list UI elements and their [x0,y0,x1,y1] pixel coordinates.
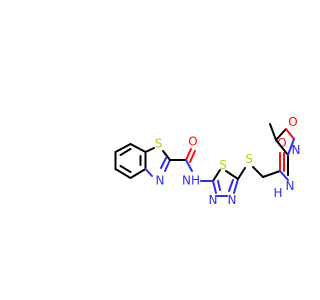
bond [237,167,246,180]
bond [217,180,221,191]
bond [262,170,281,178]
bond [275,139,289,156]
atom-nitrogen: N [156,174,165,188]
amide-group-2 [279,152,289,181]
bond [160,157,167,169]
atom-nh: NH [182,174,200,188]
atom-sulfur: S [245,152,253,166]
molecule-structure: S N O NH S N N S O N H [114,115,300,207]
atom-nitrogen: N [228,193,237,207]
bond [162,150,171,161]
bond [228,179,234,192]
bond [233,178,239,194]
atom-nitrogen: N [292,143,300,157]
bond [129,168,147,179]
bond [287,138,295,156]
bond-double-inner [119,165,132,173]
bond [285,128,295,140]
thiadiazole-ring [200,169,239,197]
atom-oxygen: O [188,135,197,149]
bond [129,143,147,153]
bond [252,166,264,178]
bond [144,168,153,177]
atom-nitrogen: N [286,179,295,193]
bond [189,150,196,163]
atom-oxygen: O [277,136,286,150]
bond [114,143,132,153]
bond-double-inner [119,148,132,156]
isoxazole-ring [269,123,295,176]
thiazole-ring [144,147,171,177]
bond [212,169,221,182]
atom-nitrogen: N [209,193,218,207]
bond [275,128,287,141]
benzene-ring [114,143,147,179]
atom-hydrogen: H [273,186,282,200]
bond [144,147,155,153]
thioether-linker [237,166,281,180]
bond [225,170,239,180]
bond [185,148,192,161]
bond [269,123,277,141]
bond [185,159,193,172]
atom-sulfur: S [219,158,227,172]
atom-sulfur: S [155,137,163,151]
bond [279,170,289,181]
atom-oxygen: O [288,115,297,129]
amide-group-1 [169,148,196,172]
bond [212,180,217,194]
bond [114,168,132,179]
bond [164,159,171,172]
